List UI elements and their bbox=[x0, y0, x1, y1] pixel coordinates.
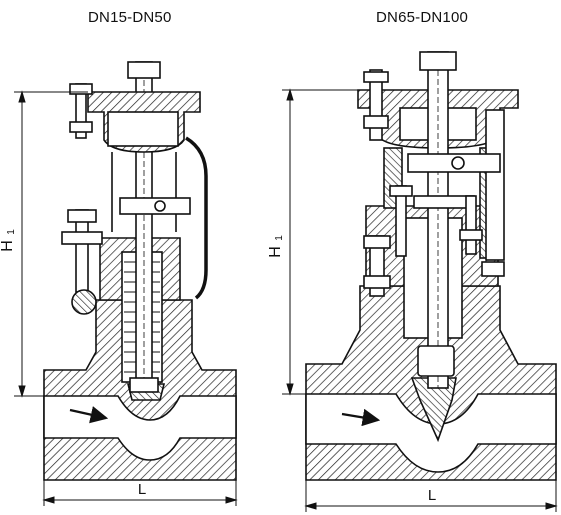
right-view-title: DN65-DN100 bbox=[376, 9, 469, 26]
left-view-title: DN15-DN50 bbox=[88, 9, 172, 26]
right-valve bbox=[305, 51, 557, 481]
left-valve bbox=[43, 61, 237, 481]
right-h1-dimension bbox=[282, 88, 358, 396]
right-h1-label: H bbox=[267, 246, 284, 258]
right-flow-arrow bbox=[341, 408, 381, 427]
left-h1-subscript: 1 bbox=[6, 229, 17, 235]
left-h1-label: H bbox=[0, 240, 16, 252]
right-yoke-window bbox=[485, 109, 505, 261]
left-l-label: L bbox=[138, 481, 146, 498]
right-l-dimension bbox=[304, 480, 558, 512]
left-flow-arrow bbox=[69, 406, 109, 424]
left-l-dimension bbox=[42, 480, 238, 506]
left-h1-dimension bbox=[14, 90, 88, 398]
right-gland-bolt-right bbox=[465, 195, 477, 255]
right-l-label: L bbox=[428, 487, 436, 504]
right-h1-subscript: 1 bbox=[274, 235, 285, 241]
